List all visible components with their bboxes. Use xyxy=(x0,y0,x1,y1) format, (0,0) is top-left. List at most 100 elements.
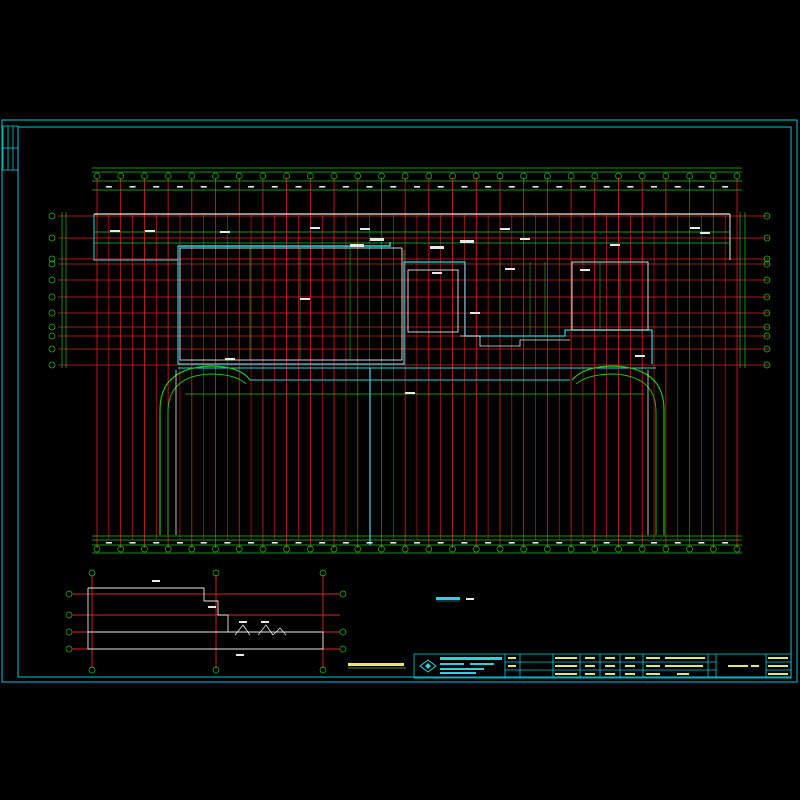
dimension-text-top xyxy=(200,186,207,188)
annotation-block xyxy=(430,246,444,249)
axis-bubble-top xyxy=(235,172,243,180)
axis-bubble-top xyxy=(591,172,599,180)
axis-bubble-top xyxy=(662,172,670,180)
annotation-tag xyxy=(700,232,710,234)
dimension-text-top xyxy=(508,186,515,188)
axis-bubble-left xyxy=(48,323,56,331)
axis-bubble-right xyxy=(763,293,771,301)
annotation-tag xyxy=(300,298,310,300)
axis-bubble-left xyxy=(48,234,56,242)
axis-bubble-bottom xyxy=(520,545,528,553)
dimension-text-bottom xyxy=(390,542,397,544)
dimension-text-top xyxy=(485,186,492,188)
axis-bubble-top xyxy=(378,172,385,180)
annotation-block xyxy=(350,244,364,247)
arch-right-inner xyxy=(575,373,657,535)
axis-bubble-bottom xyxy=(472,545,480,553)
axis-bubble-left xyxy=(48,293,56,301)
annotation-tag xyxy=(470,312,480,314)
annotation-tag xyxy=(432,272,442,274)
dimension-text-top xyxy=(319,186,326,188)
axis-bubble-bottom xyxy=(591,545,599,553)
dimension-text-bottom xyxy=(105,542,112,544)
dimension-text-bottom xyxy=(414,542,420,544)
annotation-tag xyxy=(360,228,370,230)
dimension-text-bottom xyxy=(366,542,373,544)
axis-bubble-top xyxy=(472,172,480,180)
dimension-text-bottom xyxy=(508,542,515,544)
axis-bubble-right xyxy=(763,212,771,220)
annotation-block xyxy=(370,238,384,241)
axis-bubble-bottom xyxy=(164,545,172,553)
dimension-text-bottom xyxy=(485,542,492,544)
dimension-text-top xyxy=(295,186,302,188)
axis-bubble-top xyxy=(449,172,456,180)
annotation-tag xyxy=(580,269,590,271)
dimension-text-top xyxy=(532,186,539,188)
axis-bubble-top xyxy=(330,172,338,180)
stair-outline xyxy=(460,335,570,347)
dimension-text-top xyxy=(248,186,255,188)
floor-plan-walls xyxy=(93,213,731,545)
axis-bubble-bottom xyxy=(93,545,101,553)
cyan-wall xyxy=(178,242,391,247)
dimension-text-top xyxy=(414,186,420,188)
dimension-text-top xyxy=(722,186,729,188)
axis-bubble-top xyxy=(259,172,267,180)
axis-bubble-bottom xyxy=(378,545,385,553)
axis-bubble-top xyxy=(93,172,101,180)
axis-bubble-left xyxy=(48,361,56,369)
dimension-text-top xyxy=(271,186,278,188)
axis-bubble-bottom xyxy=(615,545,622,553)
company-logo xyxy=(419,659,437,673)
axis-bubble-top xyxy=(733,172,741,180)
dimension-text-top xyxy=(556,186,563,188)
annotation-tag xyxy=(220,231,230,233)
axis-bubble-bottom xyxy=(638,545,646,553)
dimension-text-top xyxy=(342,186,349,188)
dimension-text-top xyxy=(674,186,681,188)
axis-bubble-left xyxy=(48,255,56,263)
axis-bubble-bottom xyxy=(188,545,196,553)
dimension-text-bottom xyxy=(224,542,231,544)
axis-bubble-bottom xyxy=(259,545,267,553)
axis-bubble-right xyxy=(763,260,771,268)
plan-details xyxy=(105,186,729,544)
axis-bubble-left xyxy=(48,212,56,220)
dimension-text-top xyxy=(437,186,444,188)
key-plan-title xyxy=(348,663,406,669)
axis-bubble-right xyxy=(763,234,771,242)
axis-bubble-top xyxy=(354,172,362,180)
dimension-text-bottom xyxy=(342,542,349,544)
annotation-tag xyxy=(225,358,235,360)
dimension-text-top xyxy=(651,186,658,188)
axis-bubble-bottom xyxy=(330,545,338,553)
axis-bubble-top xyxy=(164,172,172,180)
axis-bubble-top xyxy=(638,172,646,180)
dimension-text-bottom xyxy=(556,542,563,544)
annotation-tag xyxy=(110,230,120,232)
axis-bubble-bottom xyxy=(686,545,693,553)
annotation-tag xyxy=(505,268,515,270)
axis-bubble-top xyxy=(306,172,314,180)
annotation-tag xyxy=(310,227,320,229)
axis-bubble-top xyxy=(496,172,504,180)
axis-bubble-right xyxy=(763,323,771,331)
axis-bubble-right xyxy=(763,309,771,317)
dimension-text-bottom xyxy=(698,542,705,544)
axis-bubble-left xyxy=(48,309,56,317)
arch-left-inner xyxy=(167,373,247,535)
annotation-tag xyxy=(610,244,620,246)
dimension-text-top xyxy=(603,186,610,188)
dimension-text-bottom xyxy=(461,542,468,544)
dimension-text-bottom xyxy=(627,542,634,544)
dimension-text-bottom xyxy=(437,542,444,544)
axis-bubble-top xyxy=(425,172,433,180)
axis-bubble-top xyxy=(401,172,409,180)
dimension-text-top xyxy=(176,186,183,188)
main-hall xyxy=(179,247,403,361)
dimension-text-top xyxy=(224,186,231,188)
axis-bubble-right xyxy=(763,255,771,263)
axis-bubble-top xyxy=(212,172,219,180)
